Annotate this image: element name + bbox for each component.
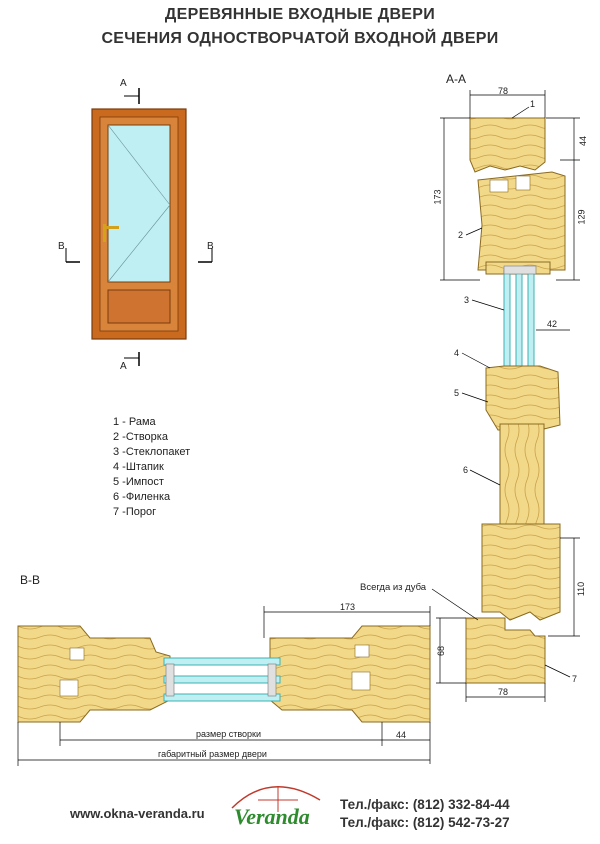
legend-item: 5 -Импост	[113, 476, 164, 488]
phone-2: Тел./факс: (812) 542-73-27	[340, 815, 510, 830]
section-title-b-b: B-B	[20, 573, 41, 587]
section-mark-b-right: B	[207, 241, 214, 252]
legend-item: 6 -Филенка	[113, 491, 171, 503]
section-mark-a-bottom: A	[120, 361, 127, 372]
dim-aa-42: 42	[547, 319, 558, 329]
dim-aa-44: 44	[578, 135, 589, 147]
legend-item: 3 -Стеклопакет	[113, 446, 191, 458]
legend-item: 4 -Штапик	[113, 461, 164, 473]
title-line-2: СЕЧЕНИЯ ОДНОСТВОРЧАТОЙ ВХОДНОЙ ДВЕРИ	[101, 30, 499, 47]
dim-bb-173: 173	[340, 602, 356, 612]
section-b-b	[17, 606, 431, 766]
dim-bb-44: 44	[396, 730, 407, 740]
callout-1: 1	[530, 99, 536, 109]
oak-note: Всегда из дуба	[360, 582, 427, 593]
brand-logo-text: Veranda	[234, 804, 310, 829]
door-handle	[103, 224, 106, 242]
title-line-1: ДЕРЕВЯННЫЕ ВХОДНЫЕ ДВЕРИ	[164, 6, 436, 23]
dim-aa-173: 173	[432, 189, 443, 205]
dim-aa-68: 68	[436, 645, 447, 657]
dim-bb-overall: габаритный размер двери	[158, 749, 267, 759]
legend: 1 - Рама 2 -Створка 3 -Стеклопакет 4 -Шт…	[113, 415, 190, 520]
door-glass	[107, 124, 171, 283]
callout-5: 5	[454, 388, 460, 398]
callout-6: 6	[463, 465, 469, 475]
legend-item: 2 -Створка	[113, 431, 168, 443]
section-title-a-a: A-A	[446, 72, 467, 86]
legend-item: 7 -Порог	[113, 506, 157, 518]
callout-4: 4	[454, 348, 460, 358]
veranda-logo	[231, 786, 321, 812]
dim-bb-sash-size: размер створки	[196, 729, 262, 739]
dim-aa-top-width: 78	[498, 86, 509, 96]
callout-2: 2	[458, 230, 464, 240]
dim-aa-bottom-width: 78	[498, 687, 509, 697]
section-a-a	[431, 90, 580, 702]
section-mark-b-left: B	[58, 241, 65, 252]
dim-aa-110: 110	[576, 581, 587, 597]
legend-item: 1 - Рама	[113, 416, 156, 428]
footer-url[interactable]: www.okna-veranda.ru	[70, 806, 205, 821]
door-panel	[107, 289, 171, 324]
section-mark-a-top: A	[120, 78, 127, 89]
door-elevation	[65, 88, 213, 366]
dim-aa-129: 129	[576, 209, 587, 225]
callout-7: 7	[572, 674, 578, 684]
phone-1: Тел./факс: (812) 332-84-44	[340, 797, 510, 812]
callout-3: 3	[464, 295, 470, 305]
